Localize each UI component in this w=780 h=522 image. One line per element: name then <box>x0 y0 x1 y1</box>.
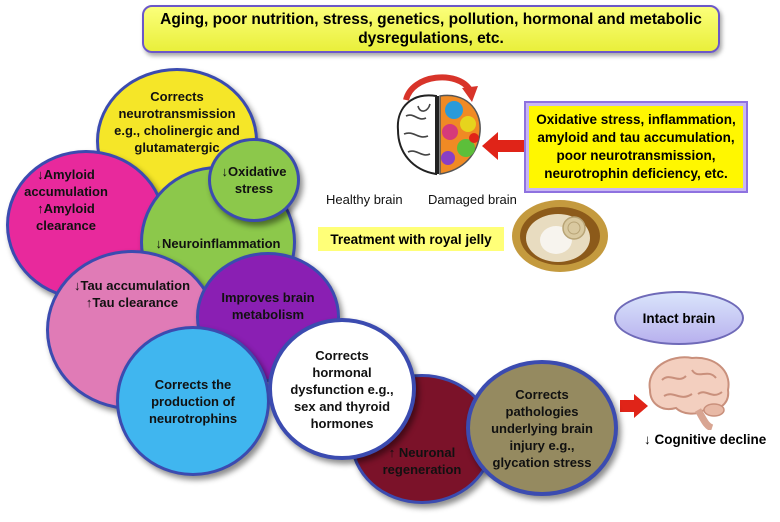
damage-mechanisms-box: Oxidative stress, inflammation, amyloid … <box>526 103 746 191</box>
intact-brain-icon <box>648 356 730 430</box>
circle-hormonal: Corrects hormonal dysfunction e.g., sex … <box>268 318 416 460</box>
damaged-brain-label: Damaged brain <box>428 192 517 207</box>
causes-banner: Aging, poor nutrition, stress, genetics,… <box>142 5 720 53</box>
circle-pathologies: Corrects pathologies underlying brain in… <box>466 360 618 496</box>
right-arrow-icon <box>620 394 648 418</box>
royal-jelly-illustration <box>512 200 608 272</box>
banner-line-1: Aging, poor nutrition, stress, genetics,… <box>160 11 702 28</box>
banner-line-2: dysregulations, etc. <box>358 30 504 47</box>
circle-oxidative: ↓Oxidative stress <box>208 138 300 222</box>
treatment-label: Treatment with royal jelly <box>318 227 504 251</box>
left-arrow-icon <box>482 132 524 160</box>
cognitive-decline-label: ↓ Cognitive decline <box>644 432 767 447</box>
healthy-brain-label: Healthy brain <box>326 192 403 207</box>
intact-brain-label: Intact brain <box>614 291 744 345</box>
brain-comparison-illustration <box>396 74 481 176</box>
circle-neurotrophins: Corrects the production of neurotrophins <box>116 326 270 476</box>
